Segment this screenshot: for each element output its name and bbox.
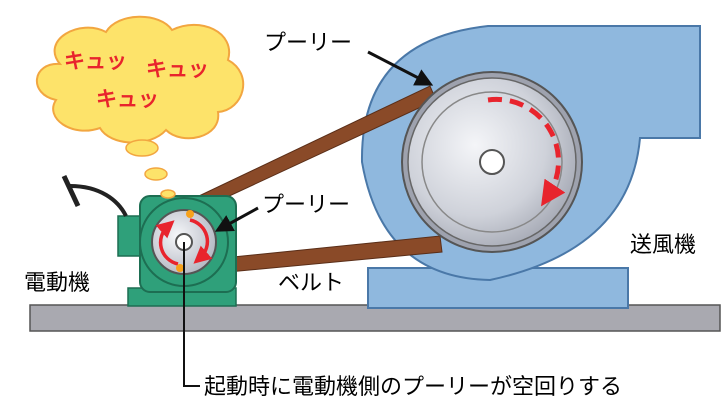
fan-rotation-arrow xyxy=(487,96,566,207)
motor-cable-end xyxy=(61,174,81,208)
bubble-tail-3 xyxy=(160,189,176,199)
base-plate xyxy=(29,304,721,332)
fan-pulley-label: プーリー xyxy=(264,31,352,56)
bubble-tail-1 xyxy=(125,139,159,157)
caption: 起動時に電動機側のプーリーが空回りする xyxy=(204,375,622,400)
motor-label: 電動機 xyxy=(24,271,90,296)
bubble-cloud xyxy=(36,15,245,144)
sound-word-2: キュッ xyxy=(146,57,209,81)
fan-pulley-hub xyxy=(479,149,505,175)
motor-pulley-label: プーリー xyxy=(262,193,350,218)
fan-pulley-leader xyxy=(367,50,434,86)
belt-label: ベルト xyxy=(278,271,344,296)
motor-rotation-arrow-left xyxy=(155,220,179,266)
sound-word-3: キュッ xyxy=(96,87,159,111)
fan-label: 送風機 xyxy=(630,233,696,258)
sound-bubble: キュッ キュッ キュッ xyxy=(36,15,245,199)
fan-pulley xyxy=(401,71,583,253)
spark-dot xyxy=(186,210,194,218)
motor-rotation-arrow-right xyxy=(189,218,213,264)
electric-motor xyxy=(61,174,237,307)
motor-cable xyxy=(69,184,128,217)
motor-pulley-leader xyxy=(214,206,259,232)
spark-dot xyxy=(176,264,184,272)
caption-leader xyxy=(183,242,200,387)
sound-word-1: キュッ xyxy=(64,49,127,73)
bubble-tail-2 xyxy=(144,167,168,181)
